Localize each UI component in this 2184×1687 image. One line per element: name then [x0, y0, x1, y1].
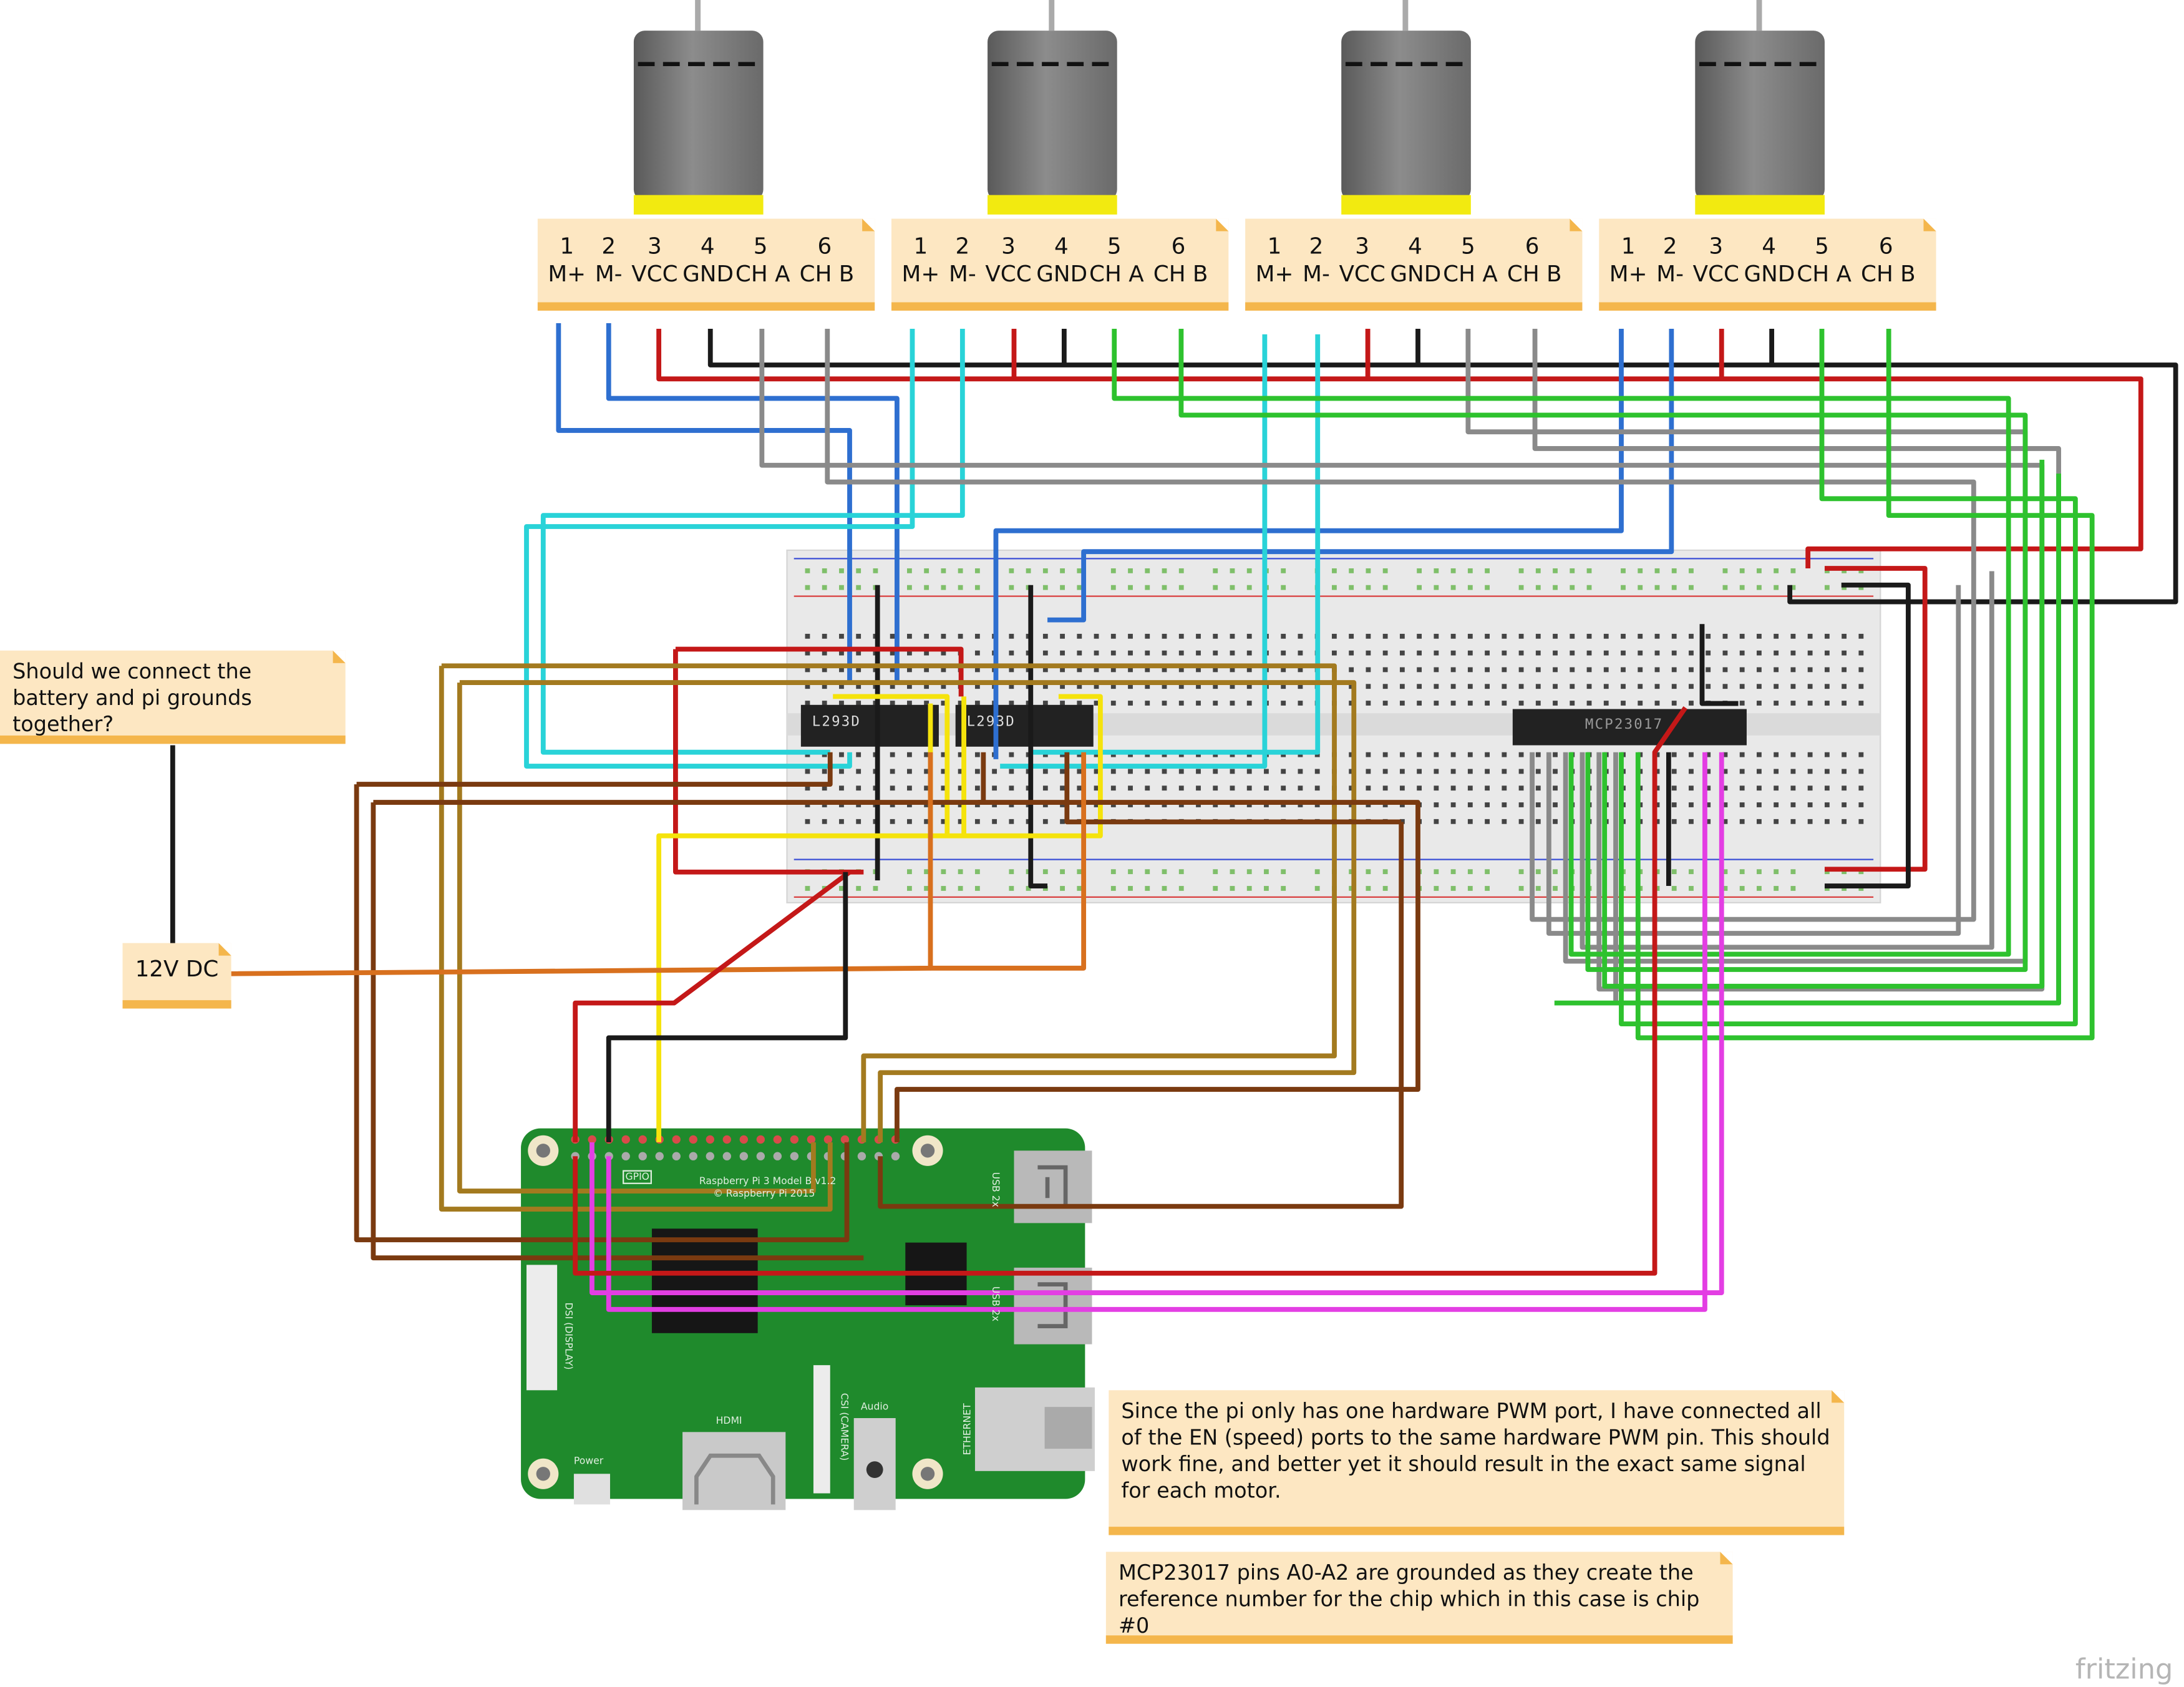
- pin-name: CH A: [735, 260, 790, 287]
- pin-number: 2: [955, 232, 970, 260]
- l293d-chip-1: [800, 704, 939, 747]
- ground-question-note: Should we connect the battery and pi gro…: [0, 650, 346, 744]
- pin-name: CH A: [1089, 260, 1144, 287]
- pin-number: 2: [601, 232, 616, 260]
- raspberry-pi: [521, 1128, 1095, 1510]
- csi-label: CSI (CAMERA): [838, 1393, 850, 1461]
- pin-name: CH B: [799, 260, 855, 287]
- pin-number: 4: [1408, 232, 1422, 260]
- dsi-label: DSI (DISPLAY): [563, 1302, 574, 1370]
- pin-number: 1: [1267, 232, 1282, 260]
- pin-number: 3: [648, 232, 662, 260]
- gpio-label: GPIO: [623, 1170, 653, 1184]
- motor-3: [1341, 0, 1471, 215]
- pin-name: GND: [1744, 260, 1795, 287]
- pin-number: 6: [1525, 232, 1540, 260]
- power-source-label: 12V DC: [122, 943, 231, 1009]
- motor-4: [1695, 0, 1825, 215]
- usb-top-label: USB 2x: [989, 1172, 1001, 1207]
- pin-number: 3: [1709, 232, 1724, 260]
- pin-number: 2: [1662, 232, 1677, 260]
- pin-name: CH A: [1797, 260, 1852, 287]
- pin-name: GND: [1390, 260, 1442, 287]
- hdmi-label: HDMI: [716, 1415, 742, 1427]
- pin-name: M+: [1255, 260, 1294, 287]
- pin-name: CH B: [1153, 260, 1208, 287]
- pin-name: M-: [1303, 260, 1330, 287]
- pin-name: CH B: [1507, 260, 1562, 287]
- usb-bottom-label: USB 2x: [989, 1286, 1001, 1322]
- audio-label: Audio: [860, 1401, 889, 1413]
- pin-name: CH A: [1443, 260, 1498, 287]
- pin-name: M+: [901, 260, 940, 287]
- pin-number: 4: [700, 232, 715, 260]
- pin-number: 5: [1107, 232, 1122, 260]
- pin-number: 4: [1054, 232, 1069, 260]
- pin-number: 5: [1460, 232, 1475, 260]
- pin-number: 1: [913, 232, 928, 260]
- pin-number: 6: [817, 232, 832, 260]
- pin-name: M-: [948, 260, 976, 287]
- pin-name: M+: [1609, 260, 1648, 287]
- pin-name: VCC: [1692, 260, 1739, 287]
- pin-name: GND: [682, 260, 734, 287]
- l293d-chip-2: [955, 704, 1094, 747]
- pin-number: 4: [1762, 232, 1777, 260]
- pwm-note: Since the pi only has one hardware PWM p…: [1109, 1390, 1845, 1535]
- pin-number: 5: [1815, 232, 1829, 260]
- pin-number: 1: [560, 232, 575, 260]
- pi-copyright-label: © Raspberry Pi 2015: [713, 1188, 815, 1200]
- motor-2: [988, 0, 1117, 215]
- mcp23017-chip: [1512, 709, 1747, 746]
- l293d-label-1: L293D: [812, 714, 861, 730]
- ethernet-label: ETHERNET: [961, 1403, 973, 1456]
- address-note: MCP23017 pins A0-A2 are grounded as they…: [1105, 1552, 1733, 1644]
- pin-number: 6: [1878, 232, 1893, 260]
- pin-name: M-: [1656, 260, 1684, 287]
- motor-1: [633, 0, 764, 215]
- pin-name: VCC: [985, 260, 1032, 287]
- pin-name: GND: [1036, 260, 1088, 287]
- pin-name: M+: [548, 260, 586, 287]
- pin-number: 2: [1309, 232, 1324, 260]
- fritzing-watermark: fritzing: [2075, 1652, 2173, 1686]
- pin-number: 3: [1001, 232, 1016, 260]
- pi-model-label: Raspberry Pi 3 Model B v1.2: [699, 1175, 837, 1187]
- power-label: Power: [573, 1456, 604, 1467]
- pin-number: 6: [1171, 232, 1186, 260]
- wires: [170, 323, 2178, 1312]
- pin-name: VCC: [631, 260, 678, 287]
- l293d-label-2: L293D: [966, 714, 1016, 730]
- pin-number: 5: [753, 232, 768, 260]
- pin-number: 1: [1621, 232, 1636, 260]
- pin-name: M-: [595, 260, 623, 287]
- pin-name: CH B: [1861, 260, 1916, 287]
- pin-number: 3: [1355, 232, 1370, 260]
- pin-name: VCC: [1339, 260, 1386, 287]
- mcp23017-label: MCP23017: [1585, 717, 1664, 733]
